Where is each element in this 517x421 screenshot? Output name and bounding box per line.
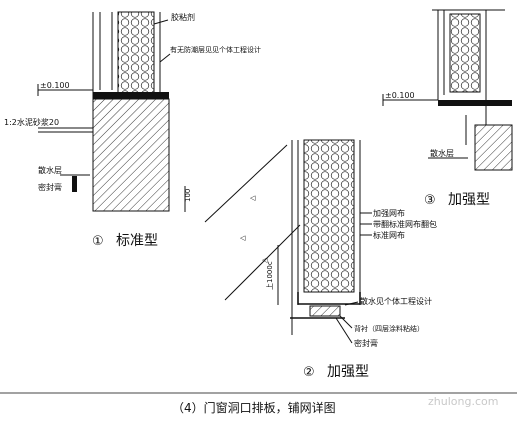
d2-mesh-label: 加强网布: [373, 208, 405, 218]
d2-sealant-label: 密封膏: [354, 338, 378, 348]
d2-backing-label: 背衬（四层涂料粘结）: [354, 324, 424, 333]
d1-title: 标准型: [116, 233, 158, 249]
svg-text:◁: ◁: [250, 194, 256, 202]
d1-mortar-label: 1:2水泥砂浆20: [4, 117, 59, 127]
d3-elev-label: ±0.100: [385, 91, 415, 100]
figure-caption: （4）门窗洞口排板，铺网详图: [172, 400, 336, 415]
d2-title: 加强型: [327, 364, 369, 380]
d3-apron-label: 散水层: [430, 148, 454, 158]
d3-title: 加强型: [448, 192, 490, 208]
d3-number: ③: [424, 193, 436, 208]
svg-text:◁: ◁: [240, 234, 246, 242]
svg-text:◁: ◁: [262, 256, 268, 264]
d1-waterproof-label: 有无防潮层见见个体工程设计: [170, 45, 261, 54]
d1-apron-label: 散水层: [38, 165, 62, 175]
detail-2-reinforced: ◁ ◁ ◁ 加强网布 带翻标准网布翻包 标准网布 上1000c 散水见个体工程设…: [204, 139, 437, 380]
d1-adhesive-label: 胶粘剂: [171, 12, 195, 22]
detail-1-standard: 胶粘剂 有无防潮层见见个体工程设计 ±0.100 1:2水泥砂浆20 散水层 密…: [4, 11, 261, 249]
d1-dim-label: 100: [184, 189, 192, 202]
d2-std-mesh-label: 标准网布: [373, 230, 405, 240]
d1-elev-label: ±0.100: [40, 81, 70, 90]
d2-number: ②: [303, 365, 315, 380]
d1-number: ①: [92, 234, 104, 249]
d1-sealant-label: 密封膏: [38, 182, 62, 192]
d2-wrap-label: 带翻标准网布翻包: [373, 219, 437, 229]
d2-apron-ref-label: 散水见个体工程设计: [360, 296, 432, 306]
detail-3-reinforced: ±0.100 散水层 ③ 加强型: [382, 9, 513, 208]
d2-dim-label: 上1000c: [265, 261, 274, 290]
watermark: zhulong.com: [428, 395, 498, 408]
